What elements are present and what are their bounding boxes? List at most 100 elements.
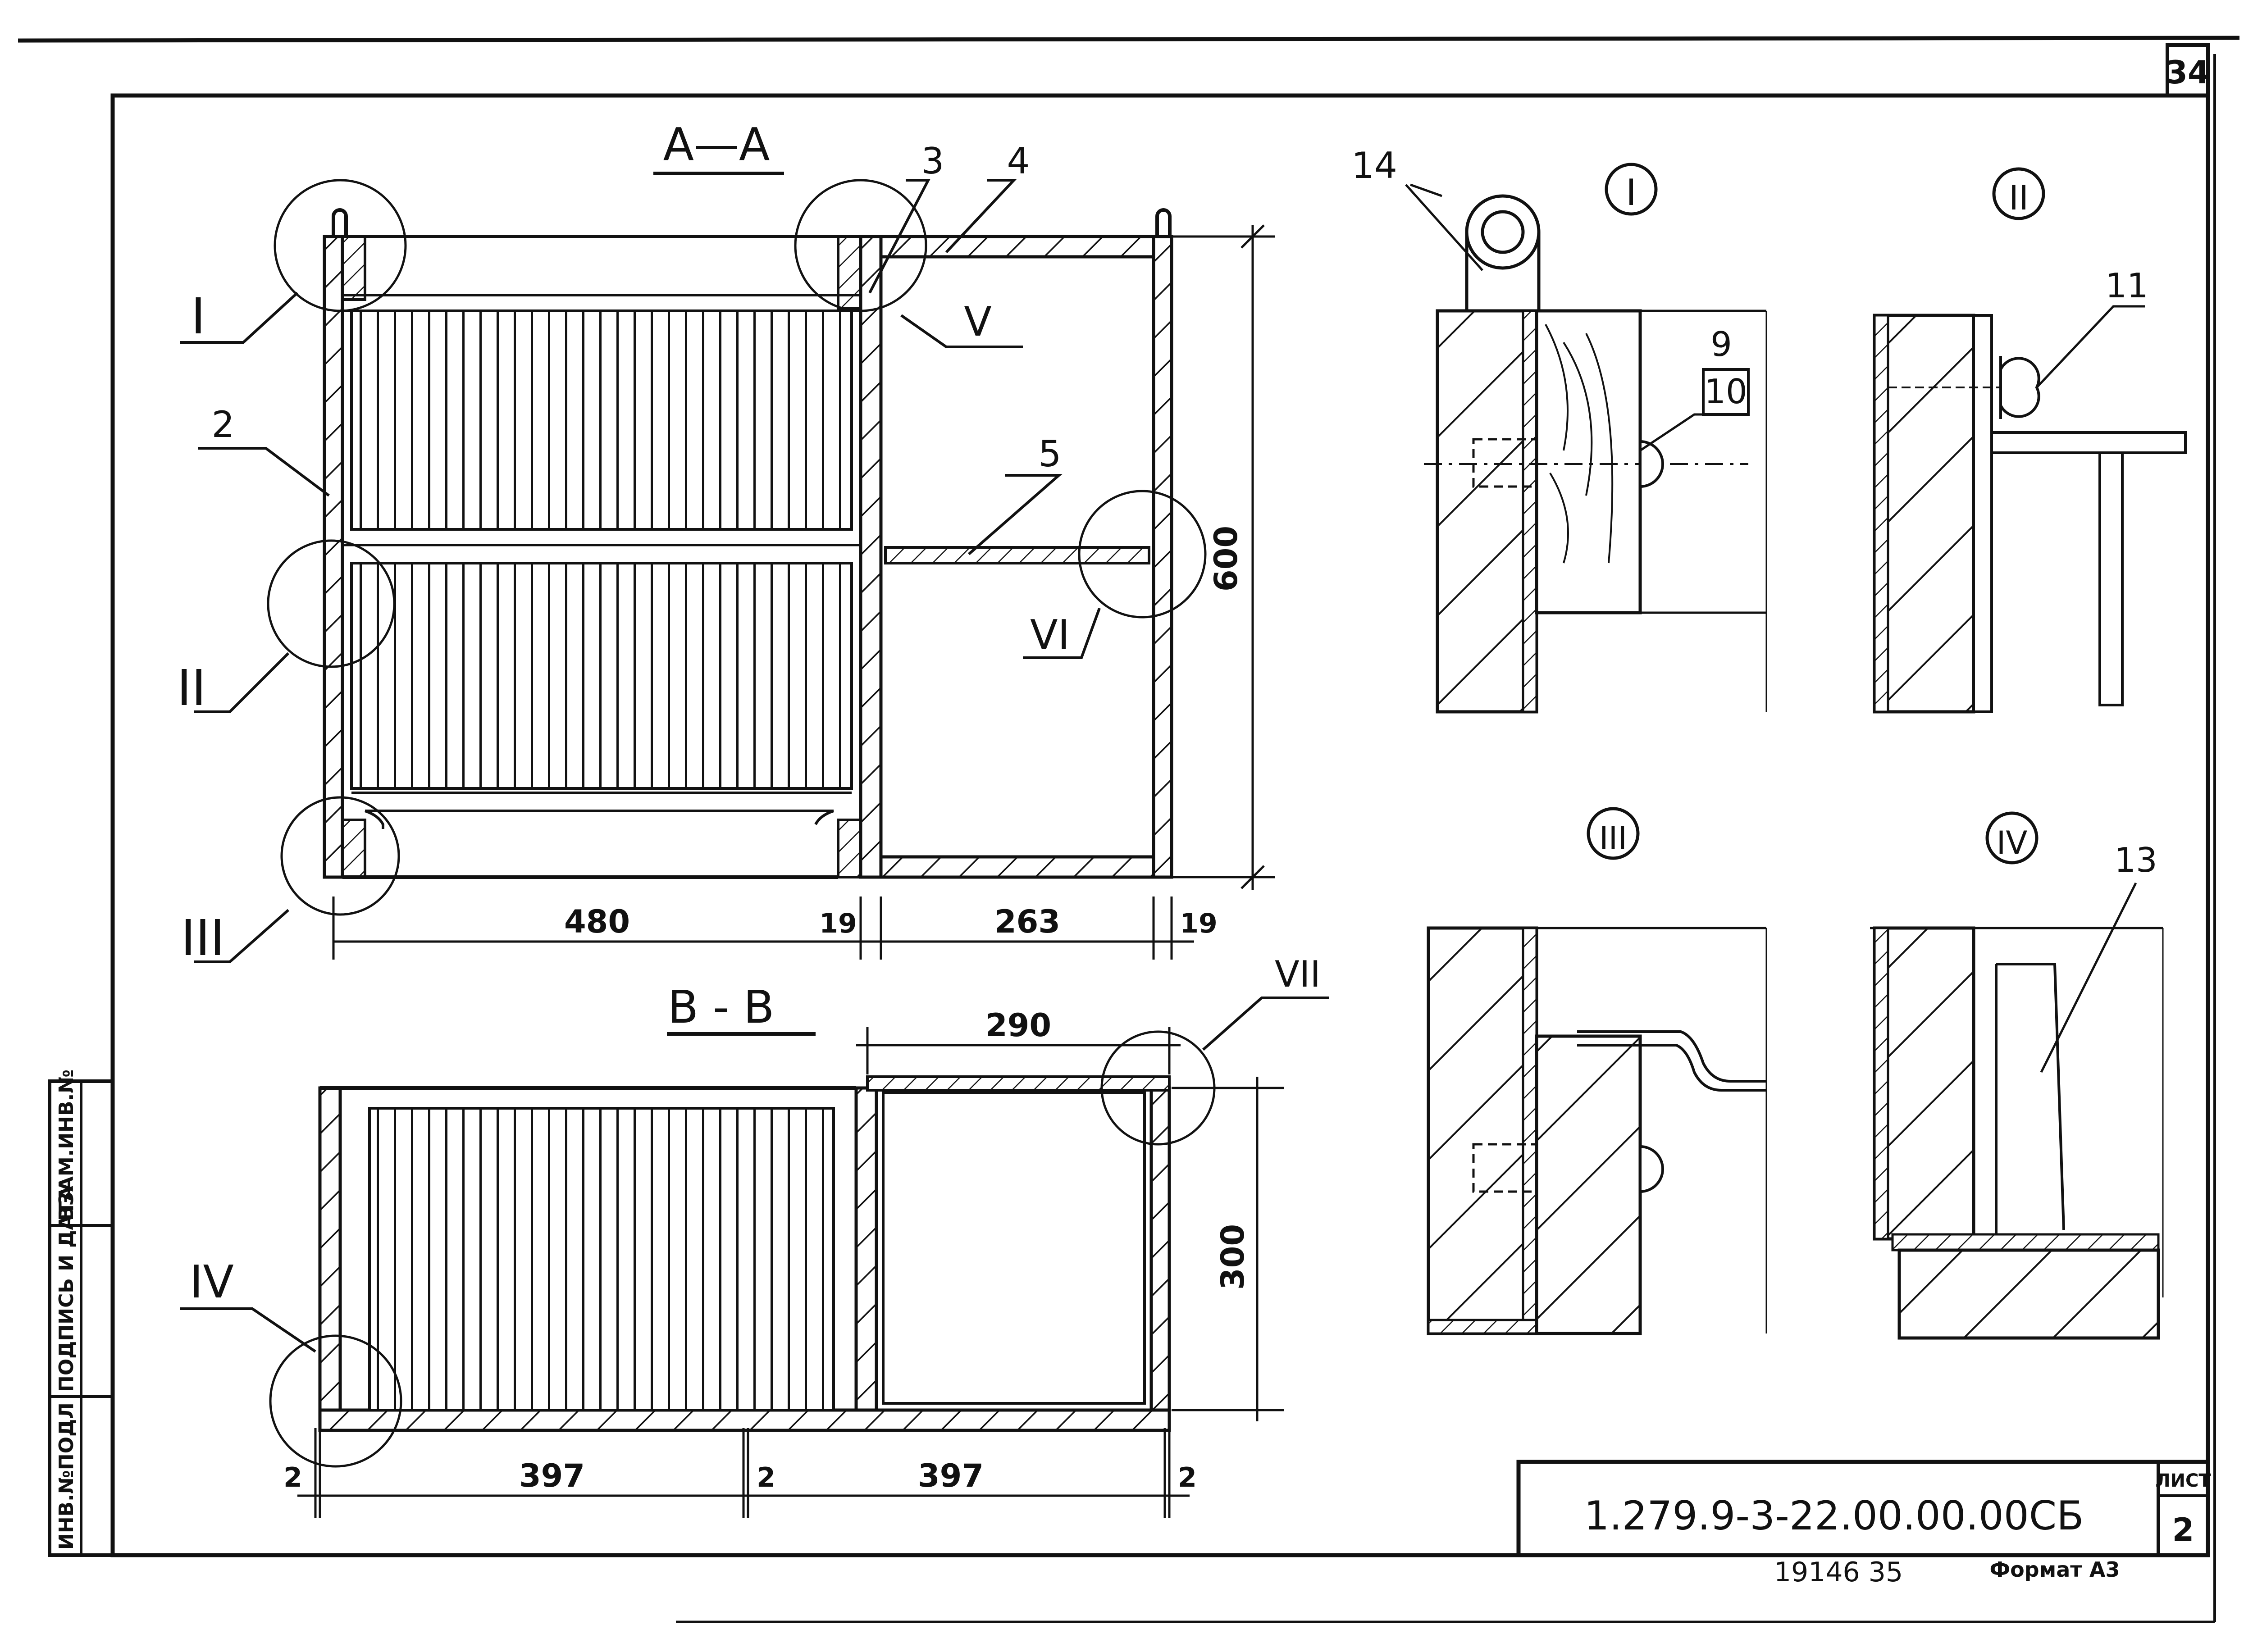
detail-ii-frame: [1972, 314, 1993, 713]
dim-397-left: 397: [519, 1457, 585, 1494]
callout-ii: II: [177, 659, 206, 717]
side-stamp: ИНВ.№ПОДЛ ПОДПИСЬ И ДАТА ВЗАМ.ИНВ.№: [48, 1069, 114, 1557]
section-aa-title: A—A: [663, 118, 770, 171]
detail-circles: [267, 179, 1207, 916]
dim-2-left: 2: [283, 1462, 302, 1493]
footer-number: 19146 35: [1774, 1556, 1903, 1588]
sheet-frame: [18, 36, 2240, 1623]
callout-iv: IV: [190, 1256, 234, 1308]
dim-2-right: 2: [1178, 1462, 1197, 1493]
detail-iv: IV 13: [1870, 811, 2164, 1340]
detail-ii-support: [2098, 451, 2124, 706]
title-block: 1.279.9-3-22.00.00.00СБ ЛИСТ 2: [1516, 1460, 2211, 1557]
detail-ii-shelf: [1990, 431, 2187, 454]
dim-480: 480: [564, 903, 630, 940]
dim-19-right: 19: [1180, 908, 1218, 939]
sheet-number-box: 34: [2166, 43, 2210, 97]
detail-ii-position-11: 11: [2105, 266, 2148, 305]
callout-iii: III: [181, 909, 224, 967]
detail-iii-plywood: [1522, 927, 1538, 1335]
callout-leaders: [180, 179, 1101, 963]
sheet-number: 34: [2166, 54, 2209, 91]
bb-left-wall: [318, 1086, 342, 1412]
stamp-replacement-inv: ВЗАМ.ИНВ.№: [55, 1069, 78, 1221]
dimension-lines-aa: [332, 224, 1275, 960]
detail-ii: II 11: [1873, 167, 2187, 714]
dim-height-300: 300: [1214, 1224, 1251, 1290]
detail-i-bolt-nut: [1472, 438, 1538, 488]
detail-i-position-14: 14: [1351, 145, 1397, 187]
detail-ii-rivet: [1999, 356, 2040, 419]
dim-2-middle: 2: [757, 1462, 775, 1493]
right-side-wall: [1152, 235, 1173, 879]
detail-i-wood-grain: [1545, 324, 1614, 564]
section-aa: A—A: [177, 118, 1275, 967]
detail-circle-i: [274, 179, 407, 312]
detail-iii-wall: [1427, 926, 1538, 1335]
detail-i-position-10: 10: [1704, 372, 1747, 411]
partition-top-block: [837, 235, 862, 310]
detail-iv-strip: [1891, 1233, 2160, 1252]
detail-i-label: I: [1626, 172, 1637, 214]
bb-bottom-board: [318, 1408, 1171, 1432]
detail-i-outer-wall: [1436, 309, 1538, 714]
position-2: 2: [212, 404, 235, 446]
sheet-label: ЛИСТ: [2155, 1470, 2211, 1491]
detail-circle-v: [794, 179, 927, 312]
dim-263: 263: [994, 903, 1060, 940]
section-bb-title: B - B: [668, 981, 775, 1033]
section-bb: B - B IV VII: [180, 953, 1329, 1518]
footer-format: Формат А3: [1989, 1557, 2120, 1582]
detail-i-inner-wall: [1535, 309, 1642, 614]
detail-iv-label-circle: [1985, 811, 2039, 865]
detail-iii: III: [1427, 807, 1767, 1335]
detail-i: I 14 9 10: [1351, 145, 1767, 714]
bottom-board: [879, 855, 1155, 879]
shelf: [884, 546, 1150, 564]
slat-panel-upper: [350, 309, 853, 531]
detail-i-plywood: [1522, 309, 1538, 713]
lifting-hooks: [332, 208, 1172, 237]
dim-290: 290: [985, 1007, 1051, 1044]
dimension-lines-bb: [297, 1027, 1284, 1518]
detail-iii-bolt-nut: [1472, 1143, 1538, 1193]
partition-bottom-block: [837, 819, 862, 878]
detail-iv-panel-edge: [1995, 963, 2065, 1234]
callout-vii: VII: [1275, 953, 1321, 995]
bb-partition: [854, 1086, 878, 1412]
detail-i-position-10-box: [1702, 368, 1750, 416]
detail-iv-bottom: [1897, 1248, 2160, 1340]
left-side-wall: [323, 235, 344, 879]
detail-iii-label: III: [1599, 820, 1627, 857]
detail-iii-bottom-plate: [1427, 1319, 1538, 1335]
detail-i-lifting-eye: [1465, 194, 1541, 270]
position-3: 3: [921, 140, 944, 182]
detail-circle-iii: [280, 796, 400, 916]
position-4: 4: [1007, 140, 1030, 182]
dim-height-600: 600: [1208, 526, 1245, 592]
drawing-code: 1.279.9-3-22.00.00.00СБ: [1584, 1493, 2084, 1539]
detail-i-label-circle: [1605, 163, 1658, 216]
detail-iv-wall: [1873, 926, 1975, 1241]
position-5: 5: [1039, 433, 1062, 475]
callout-i: I: [191, 287, 205, 345]
sheet-value: 2: [2172, 1511, 2194, 1548]
dim-397-right: 397: [918, 1457, 984, 1494]
callout-v: V: [964, 298, 992, 346]
detail-iii-bolt-head: [1639, 1145, 1664, 1193]
detail-ii-wall: [1873, 314, 1975, 714]
detail-circle-vi: [1078, 490, 1207, 619]
detail-iv-plywood: [1873, 927, 1889, 1240]
bb-slat-panel: [368, 1107, 835, 1411]
detail-iv-position-13: 13: [2114, 840, 2157, 880]
detail-iv-label: IV: [1997, 824, 2028, 861]
detail-iii-block: [1535, 1034, 1642, 1335]
detail-ii-plywood: [1873, 314, 1889, 713]
slat-panel-upper-frame: [341, 294, 862, 312]
callout-leaders-bb: [180, 997, 1329, 1353]
detail-iii-label-circle: [1587, 807, 1640, 860]
detail-i-position-9: 9: [1710, 324, 1732, 364]
left-bottom-block: [341, 819, 366, 878]
detail-circle-iv: [269, 1334, 402, 1468]
